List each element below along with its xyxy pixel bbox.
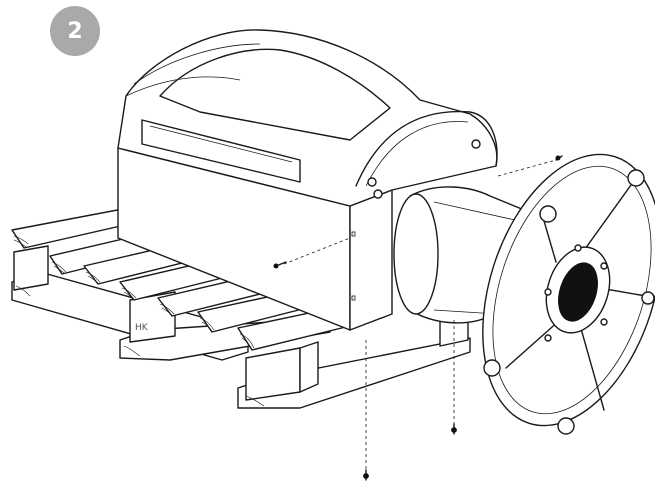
pallet-marking: HK [135,323,149,333]
pallet-block-front-side [299,341,319,393]
wood-grain [13,235,265,407]
cylinder-near-end [393,193,439,315]
housing-hood-opening [159,48,391,141]
rim-boss-4 [557,417,575,435]
pallet-block-left [13,245,49,291]
hood-screw-right [373,189,383,199]
housing-front-slot [141,119,301,183]
rim-boss-1 [627,169,645,187]
housing-side-panel [349,189,393,331]
rim-boss-3 [483,359,501,377]
housing-end-frame [355,110,498,187]
fasteners [273,155,563,481]
hood-screw-top [471,139,481,149]
flange-wheel [482,153,655,435]
flange-hub-opening [558,262,598,322]
rim-boss-2 [539,205,557,223]
flange-spokes [505,177,647,411]
step-number-badge: 2 [50,6,100,56]
hood-screw-left [367,177,377,187]
drum-housing [117,29,498,331]
rim-boss-5 [641,291,655,305]
step-number: 2 [67,18,83,44]
pallet-block-front [245,347,301,401]
